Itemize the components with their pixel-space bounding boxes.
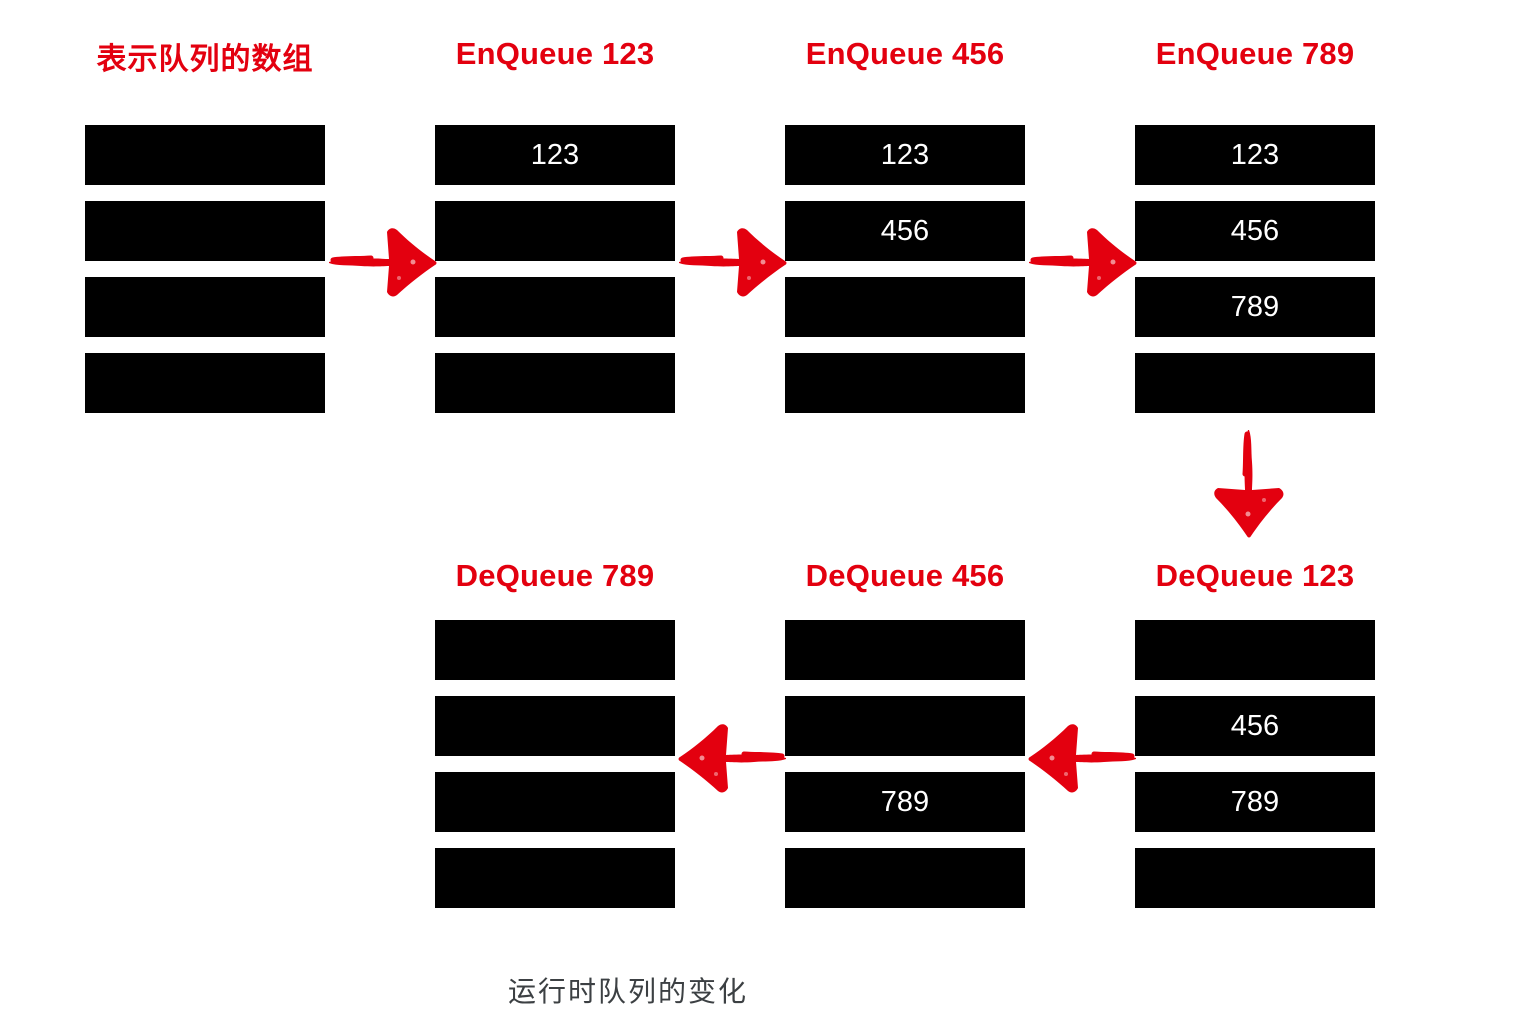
queue-cell: [785, 277, 1025, 337]
queue-cell: [435, 696, 675, 756]
queue-cell: 123: [1135, 125, 1375, 185]
queue-cell: [785, 696, 1025, 756]
queue-cell: [85, 125, 325, 185]
queue-cell: [435, 848, 675, 908]
queue-cell: 456: [1135, 201, 1375, 261]
arrow-enqueue456-to-enqueue789-icon: [1027, 222, 1139, 300]
queue-cell: [435, 353, 675, 413]
step-title-enqueue-456: EnQueue 456: [805, 36, 1005, 71]
arrow-array-to-enqueue123-icon: [327, 222, 439, 300]
step-title-dequeue-123: DeQueue 123: [1155, 558, 1355, 593]
step-title-dequeue-789: DeQueue 789: [455, 558, 655, 593]
step-title-enqueue-789: EnQueue 789: [1155, 36, 1355, 71]
arrow-enqueue123-to-enqueue456-icon: [677, 222, 789, 300]
queue-cell: 456: [1135, 696, 1375, 756]
arrow-dequeue456-to-dequeue789-icon: [672, 718, 788, 796]
figure-caption: 运行时队列的变化: [507, 975, 749, 1008]
arrow-enqueue789-to-dequeue123-icon: [1208, 428, 1300, 540]
queue-cell: [1135, 848, 1375, 908]
queue-cell: [85, 201, 325, 261]
queue-cell: [785, 848, 1025, 908]
step-title-dequeue-456: DeQueue 456: [805, 558, 1005, 593]
queue-cell: [435, 772, 675, 832]
queue-cell: [1135, 353, 1375, 413]
queue-cell: [85, 277, 325, 337]
queue-cell: [435, 277, 675, 337]
step-title-array: 表示队列的数组: [96, 42, 314, 77]
queue-cell: [1135, 620, 1375, 680]
queue-cell: 789: [1135, 772, 1375, 832]
queue-cell: 123: [785, 125, 1025, 185]
step-title-enqueue-123: EnQueue 123: [455, 36, 655, 71]
queue-cell: [85, 353, 325, 413]
queue-cell: 456: [785, 201, 1025, 261]
queue-cell: 789: [785, 772, 1025, 832]
queue-cell: 789: [1135, 277, 1375, 337]
queue-cell: [435, 201, 675, 261]
queue-cell: [785, 353, 1025, 413]
queue-cell: 123: [435, 125, 675, 185]
queue-cell: [785, 620, 1025, 680]
queue-cell: [435, 620, 675, 680]
arrow-dequeue123-to-dequeue456-icon: [1022, 718, 1138, 796]
